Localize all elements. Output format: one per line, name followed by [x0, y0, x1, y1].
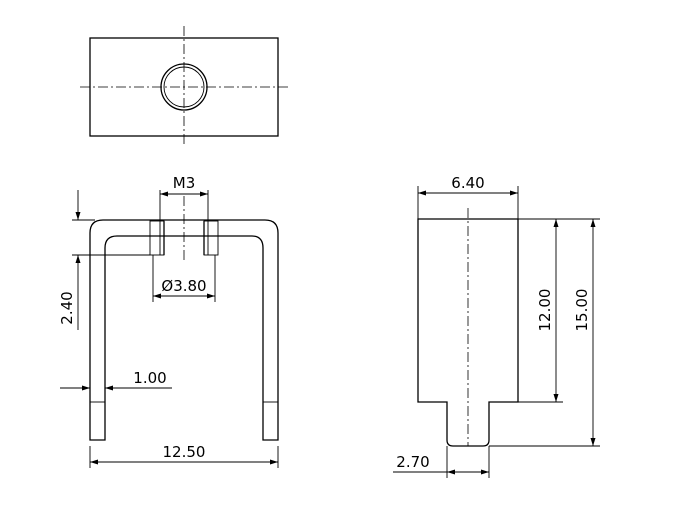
top-view: [80, 26, 290, 146]
label-overall-width: 12.50: [163, 443, 206, 461]
label-thread: M3: [173, 174, 196, 192]
insert-right-wall: [203, 220, 219, 256]
label-pin-width: 2.70: [396, 453, 429, 471]
front-view: M3 Ø3.80 2.40 1.00 12.50: [58, 174, 279, 468]
front-view-bracket-outer: [89, 219, 279, 441]
label-body-width: 6.40: [451, 174, 484, 192]
insert-left-wall: [149, 220, 165, 256]
label-pin-thickness: 1.00: [133, 369, 166, 387]
side-view: 6.40 12.00 15.00 2.70: [393, 174, 600, 478]
label-height-offset: 2.40: [58, 291, 76, 324]
label-body-height: 12.00: [536, 289, 554, 332]
side-view-outline: [417, 218, 519, 447]
label-hole-diameter: Ø3.80: [161, 277, 206, 295]
label-overall-height: 15.00: [573, 289, 591, 332]
